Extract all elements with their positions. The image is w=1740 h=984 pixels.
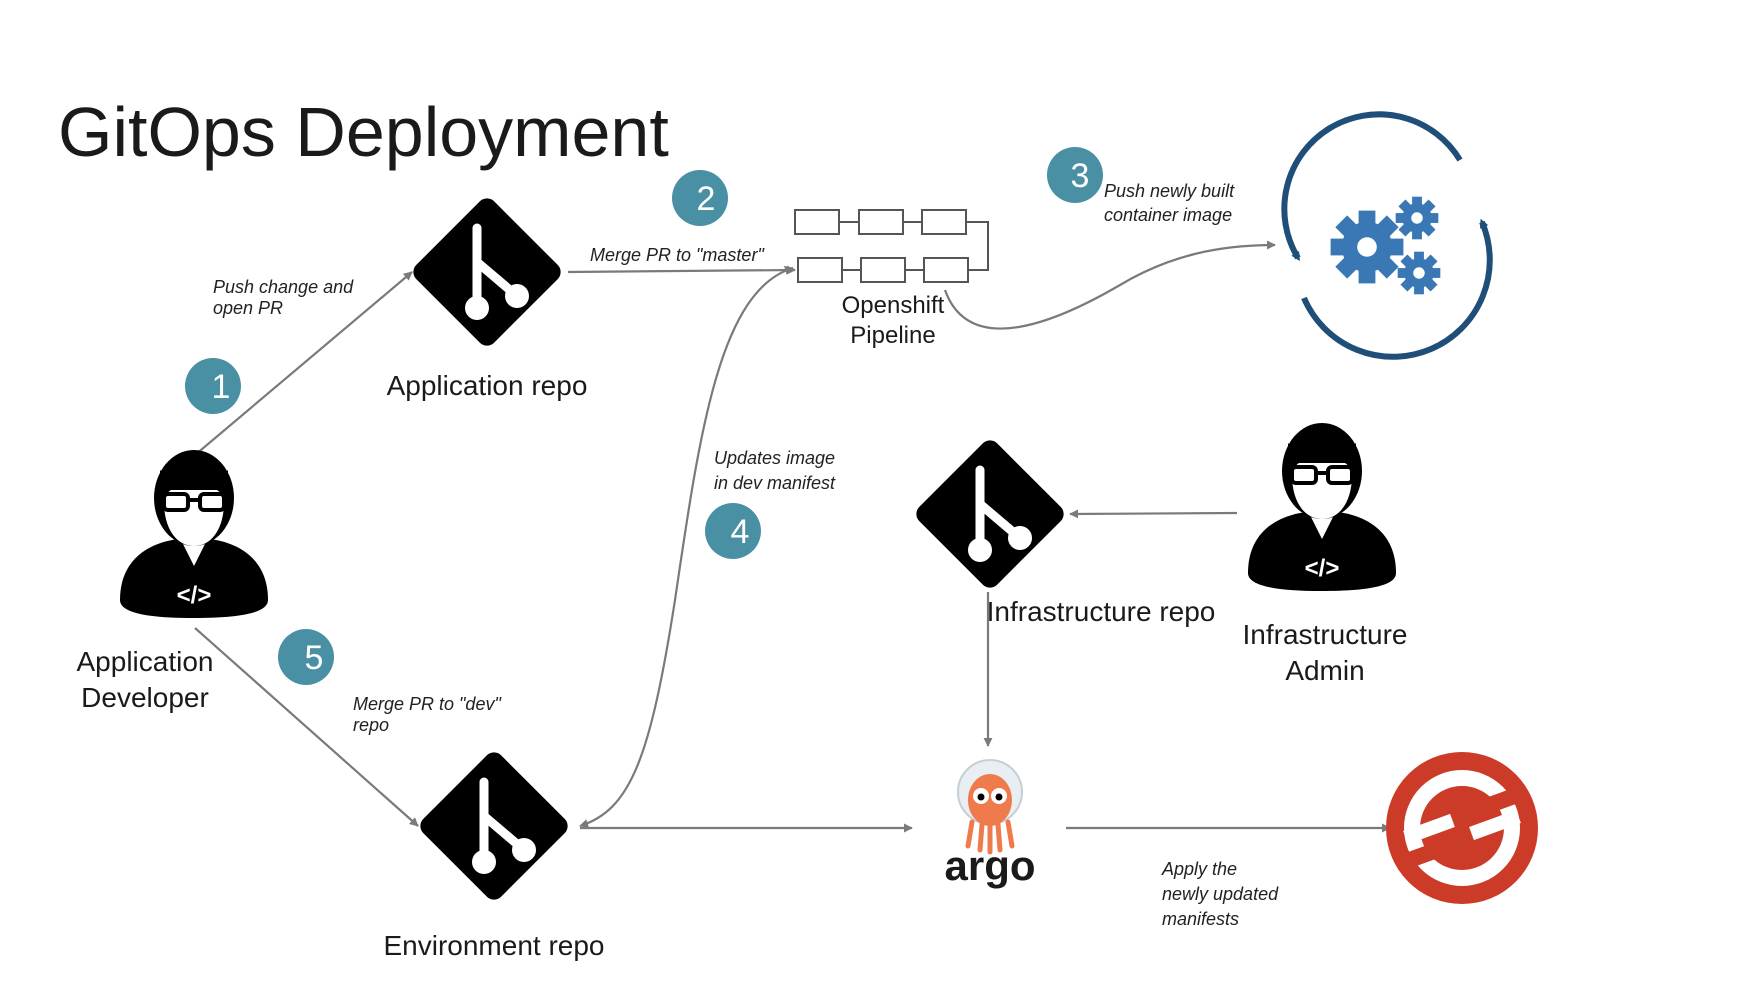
page-title: GitOps Deployment bbox=[58, 93, 669, 171]
argo-octopus-icon bbox=[957, 759, 1023, 855]
svg-text:5: 5 bbox=[305, 639, 324, 677]
step-badge-3: 3 bbox=[1047, 147, 1103, 203]
application-repo-label: Application repo bbox=[387, 370, 588, 401]
step-1-note-line2: open PR bbox=[213, 298, 283, 318]
app-developer-label-line1: Application bbox=[77, 646, 214, 677]
svg-text:1: 1 bbox=[212, 368, 231, 406]
step-2-note: Merge PR to "master" bbox=[590, 245, 765, 265]
environment-repo-label: Environment repo bbox=[383, 930, 604, 961]
pipeline-label-line1: Openshift bbox=[842, 292, 945, 319]
infra-admin-label-line1: Infrastructure bbox=[1243, 619, 1408, 650]
app-developer-code-badge: </> bbox=[177, 582, 212, 609]
apply-note-line1: Apply the bbox=[1161, 859, 1237, 879]
step-3-note-line2: container image bbox=[1104, 205, 1232, 225]
step-5-note-line2: repo bbox=[353, 715, 389, 735]
pipeline-label-line2: Pipeline bbox=[850, 322, 935, 349]
gears-cycle-icon bbox=[1281, 111, 1493, 360]
step-5-note-line1: Merge PR to "dev" bbox=[353, 694, 502, 714]
infrastructure-repo-label: Infrastructure repo bbox=[987, 596, 1216, 627]
arrow-pipeline-to-registry bbox=[943, 240, 1276, 330]
pipeline-icon bbox=[794, 209, 989, 283]
step-badge-2: 2 bbox=[672, 170, 728, 226]
arrow-pipeline-to-env-repo bbox=[579, 266, 794, 828]
arrow-app-repo-to-pipeline bbox=[567, 265, 796, 275]
infra-admin-label-line2: Admin bbox=[1285, 655, 1364, 686]
step-4-note-line2: in dev manifest bbox=[714, 473, 836, 493]
step-badge-4: 4 bbox=[705, 503, 761, 559]
infrastructure-repo-git-icon bbox=[912, 436, 1068, 592]
apply-note-line3: manifests bbox=[1162, 909, 1239, 929]
svg-text:4: 4 bbox=[731, 513, 750, 551]
environment-repo-git-icon bbox=[416, 748, 572, 904]
openshift-icon bbox=[1386, 752, 1538, 904]
svg-text:3: 3 bbox=[1071, 157, 1090, 195]
arrow-admin-to-infra-repo bbox=[1069, 509, 1238, 519]
app-developer-label-line2: Developer bbox=[81, 682, 209, 713]
step-1-note-line1: Push change and bbox=[213, 277, 354, 297]
arrow-dev-to-app-repo bbox=[194, 271, 413, 456]
step-4-note-line1: Updates image bbox=[714, 448, 835, 468]
application-repo-git-icon bbox=[409, 194, 565, 350]
step-badge-5: 5 bbox=[278, 629, 334, 685]
argo-label: argo bbox=[944, 842, 1035, 889]
apply-note-line2: newly updated bbox=[1162, 884, 1279, 904]
arrow-dev-to-env-repo bbox=[194, 627, 419, 827]
svg-text:2: 2 bbox=[697, 180, 716, 218]
step-badge-1: 1 bbox=[185, 358, 241, 414]
infra-admin-code-badge: </> bbox=[1305, 555, 1340, 582]
step-3-note-line1: Push newly built bbox=[1104, 181, 1235, 201]
